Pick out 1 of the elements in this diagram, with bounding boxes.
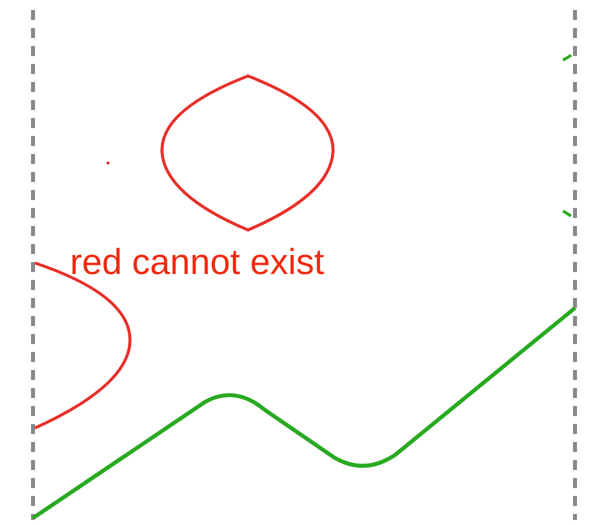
annotation-text: red cannot exist <box>70 240 324 284</box>
